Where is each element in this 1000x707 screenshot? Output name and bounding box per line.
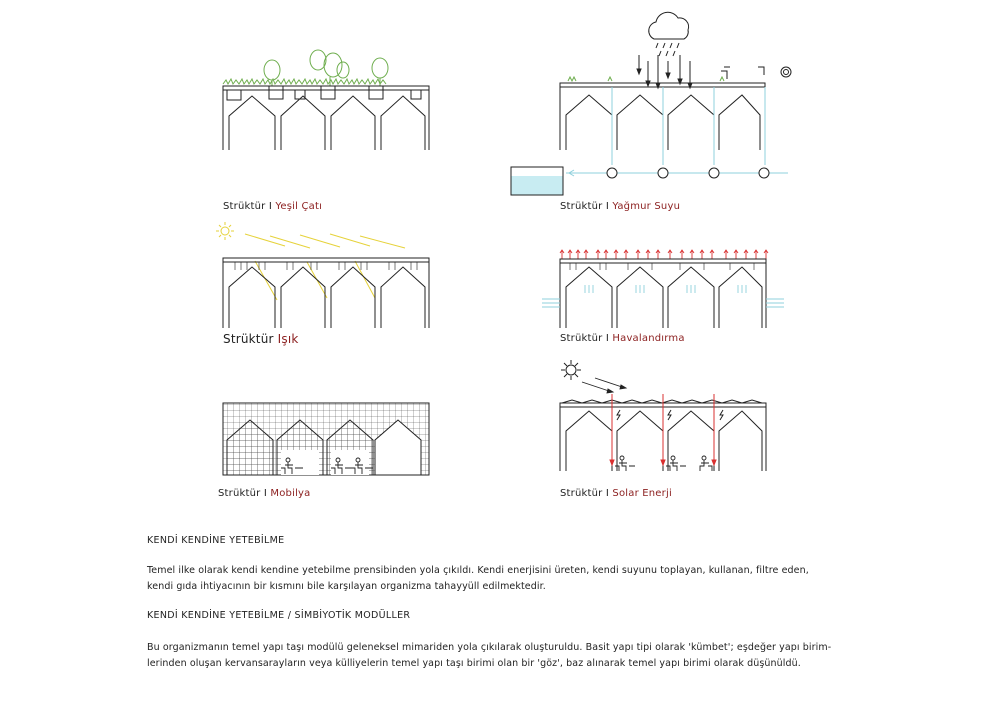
caption-prefix: Strüktür I — [560, 488, 613, 499]
caption-name: Yağmur Suyu — [612, 201, 681, 212]
person-at-desk-icon — [615, 455, 713, 471]
caption-light: Strüktür Işık — [223, 332, 299, 346]
panel-solar — [540, 358, 790, 478]
paragraph-line: Bu organizmanın temel yapı taşı modülü g… — [147, 642, 832, 653]
caption-green-roof: Strüktür I Yeşil Çatı — [223, 201, 322, 212]
panel-light — [215, 220, 445, 332]
caption-furniture: Strüktür I Mobilya — [218, 488, 311, 499]
caption-name: Havalandırma — [612, 333, 685, 344]
person-at-desk-icon — [281, 457, 373, 474]
caption-name: Yeşil Çatı — [275, 201, 323, 212]
tree-icon — [309, 49, 350, 86]
paragraph-line: kendi gıda ihtiyacının bir kısmını bile … — [147, 580, 546, 592]
sun-icon — [561, 360, 581, 380]
caption-prefix: Strüktür I — [560, 333, 613, 344]
caption-name: Mobilya — [270, 488, 311, 499]
furniture-structure — [222, 402, 430, 476]
caption-prefix: Strüktür I — [218, 488, 271, 499]
caption-ventilation: Strüktür I Havalandırma — [560, 333, 685, 344]
caption-name: Işık — [277, 332, 299, 346]
rain-water-structure — [510, 11, 792, 196]
caption-prefix: Strüktür I — [223, 201, 276, 212]
arrow-icon — [559, 249, 769, 259]
light-structure — [216, 222, 430, 328]
caption-solar: Strüktür I Solar Enerji — [560, 488, 672, 499]
panel-ventilation — [540, 245, 790, 330]
heading-self-sufficiency: KENDİ KENDİNE YETEBİLME — [147, 535, 285, 546]
caption-prefix: Strüktür I — [560, 201, 613, 212]
cloud-rain-icon — [648, 11, 690, 57]
water-tank-icon — [510, 166, 564, 196]
arrow-icon — [581, 377, 628, 394]
paragraph-line: Temel ilke olarak kendi kendine yetebilm… — [147, 565, 809, 576]
panel-furniture — [215, 398, 445, 478]
caption-rain-water: Strüktür I Yağmur Suyu — [560, 201, 680, 212]
ventilation-structure — [542, 249, 784, 328]
heading-symbiotic-modules: KENDİ KENDİNE YETEBİLME / SİMBİYOTİK MOD… — [147, 610, 411, 621]
panel-rain-water — [508, 5, 798, 200]
sun-icon — [216, 222, 234, 240]
caption-prefix: Strüktür — [223, 332, 278, 346]
green-roof-structure — [222, 49, 430, 150]
paragraph-self-sufficiency: Temel ilke olarak kendi kendine yetebilm… — [147, 563, 847, 594]
panel-green-roof — [215, 40, 445, 155]
caption-name: Solar Enerji — [612, 488, 672, 499]
paragraph-line: lerinden oluşan kervansarayların veya kü… — [147, 657, 801, 669]
solar-structure — [559, 360, 767, 471]
lightning-icon — [616, 409, 724, 421]
paragraph-symbiotic-modules: Bu organizmanın temel yapı taşı modülü g… — [147, 640, 847, 671]
